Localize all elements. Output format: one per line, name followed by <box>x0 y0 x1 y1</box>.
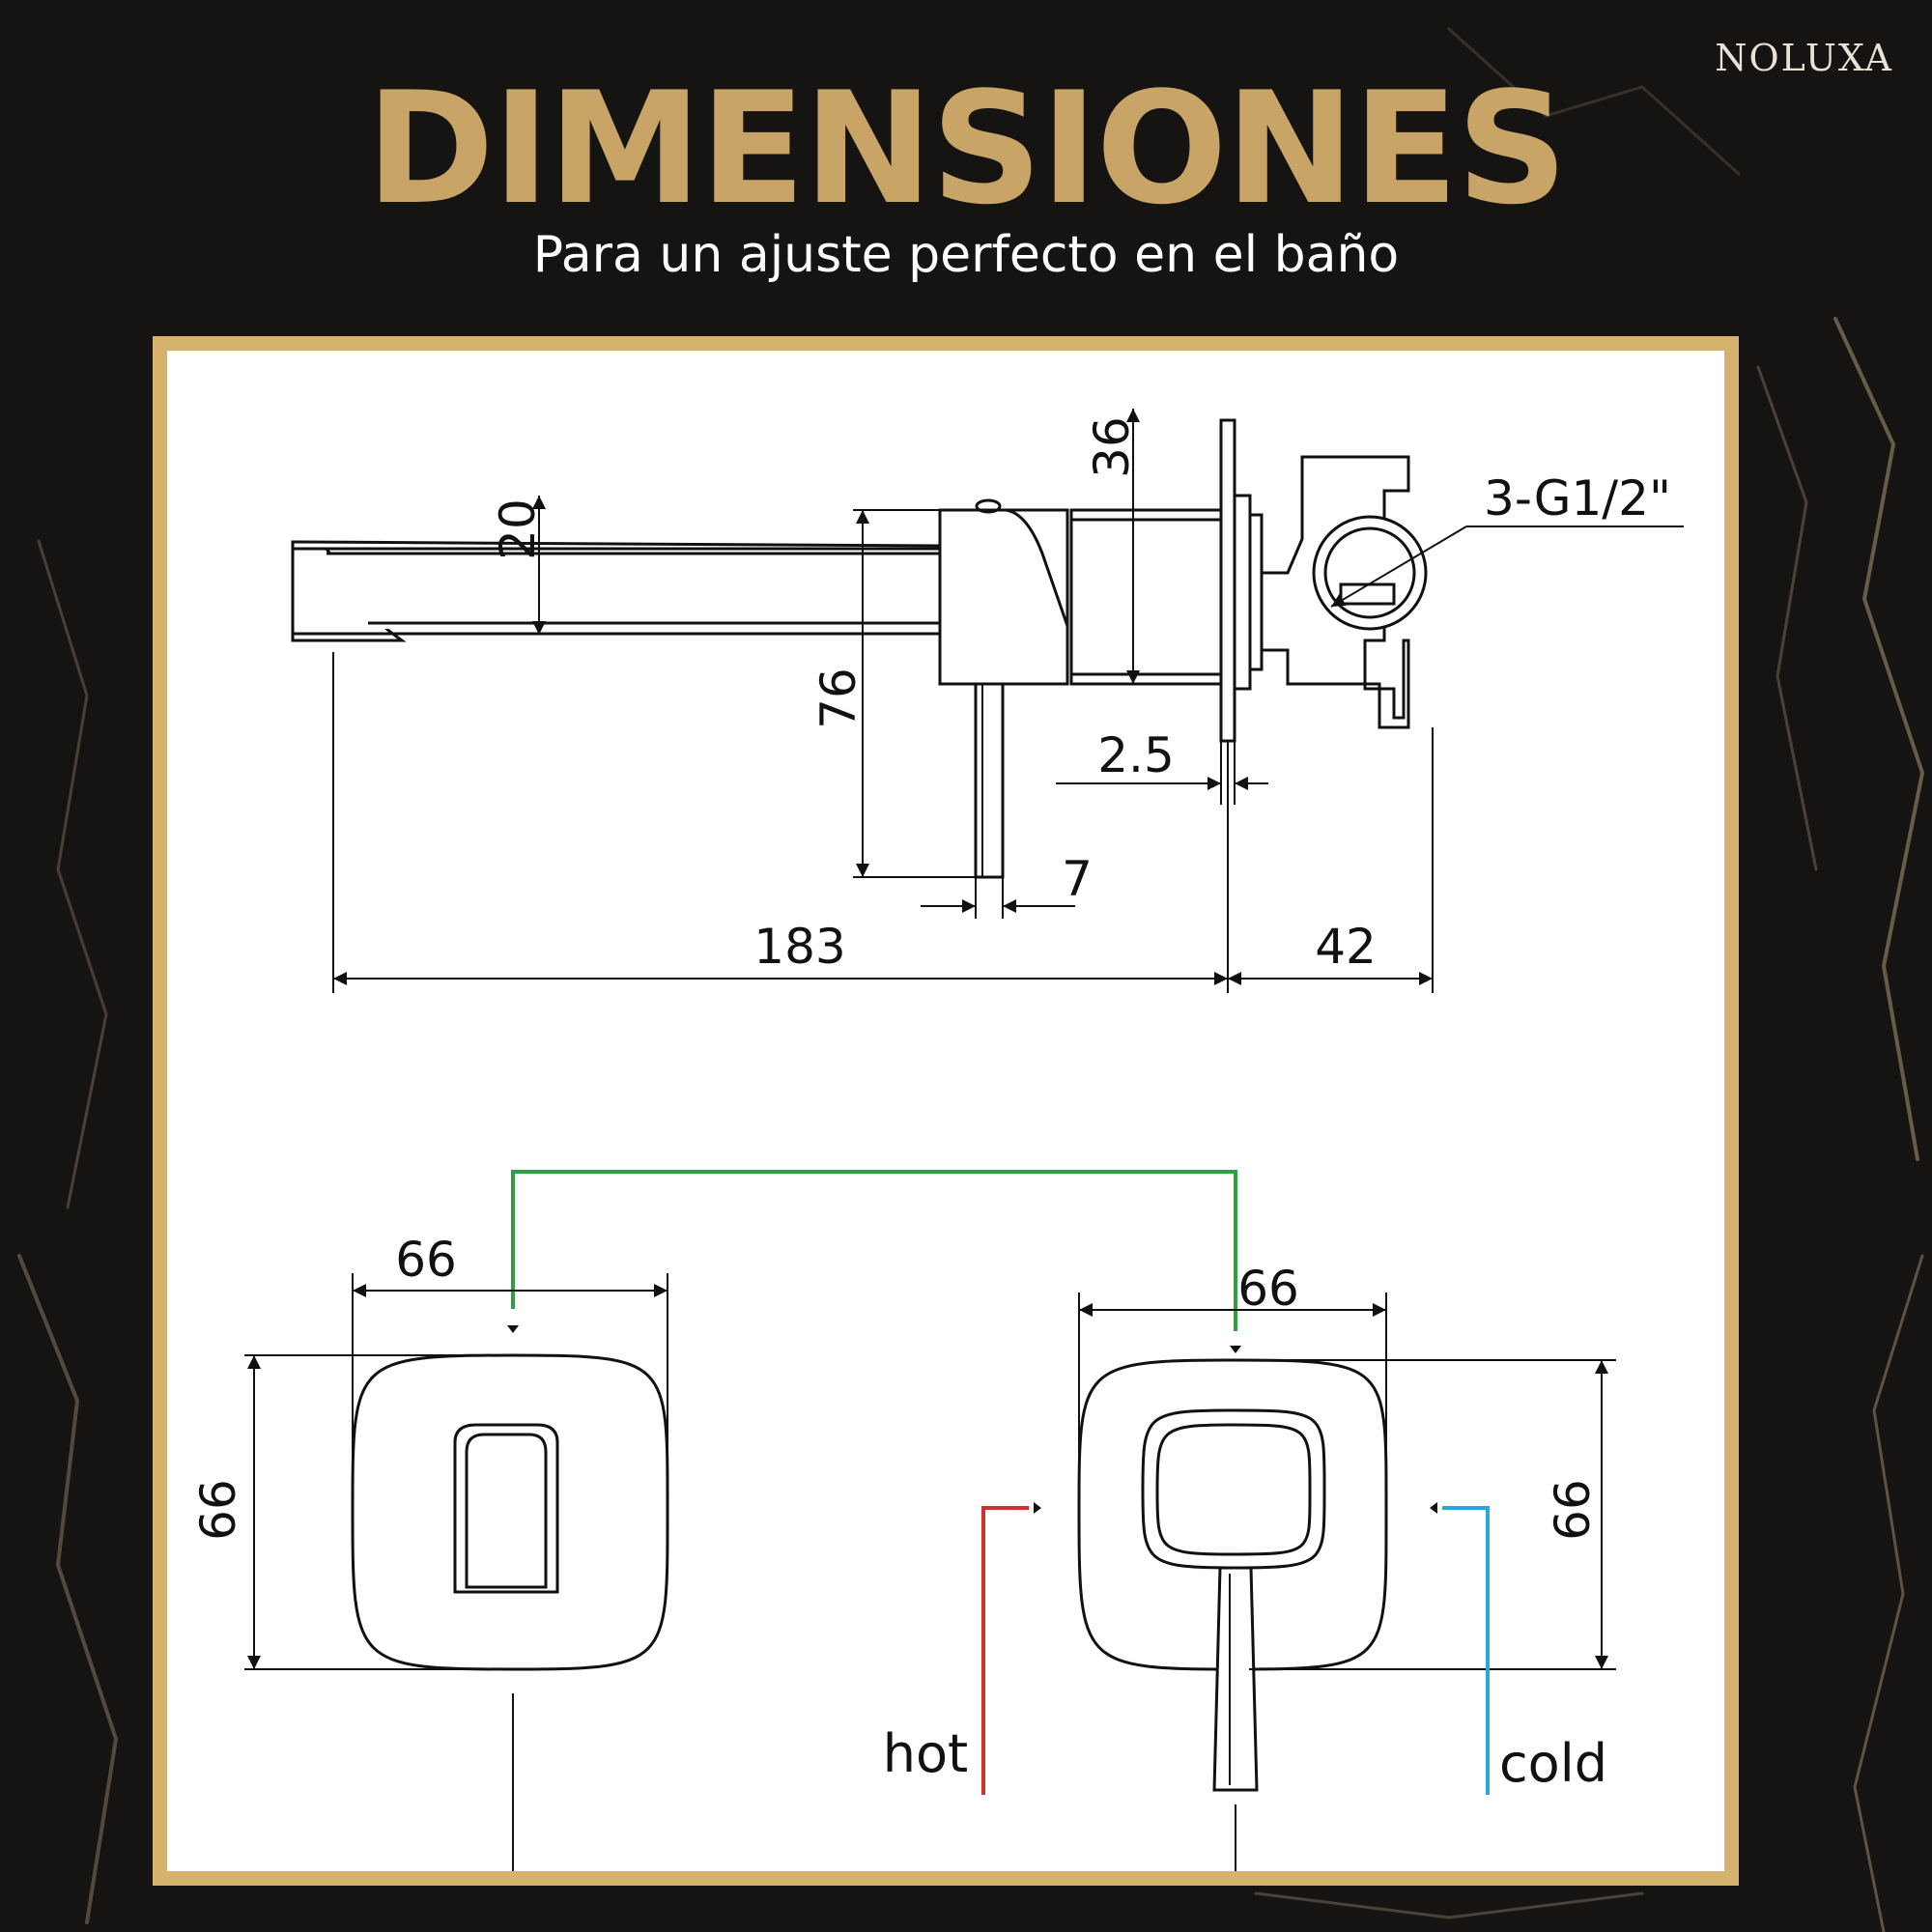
body-block <box>938 508 1069 686</box>
dim-handle-width: 7 <box>1062 851 1093 907</box>
dim-left-height: 66 <box>190 1479 246 1541</box>
rear-body <box>1069 508 1223 686</box>
diagram-panel: 20 36 76 2.5 7 183 42 3-G1/2" <box>167 351 1724 1871</box>
right-plate-dimensions <box>1078 1293 1616 1871</box>
dim-spout-height: 20 <box>490 498 546 560</box>
connection-line <box>511 1170 1237 1331</box>
side-dimension-lines <box>332 409 1684 993</box>
wall-plate <box>1219 418 1236 743</box>
dim-plate-thickness: 2.5 <box>1097 727 1175 783</box>
page-title: DIMENSIONES <box>366 58 1568 239</box>
left-plate <box>351 1353 669 1671</box>
dim-right-width: 66 <box>1237 1261 1299 1317</box>
inlet-port <box>1312 515 1428 631</box>
right-plate <box>1077 1358 1388 1792</box>
dim-spout-length: 183 <box>753 919 845 975</box>
side-view <box>291 418 1428 879</box>
front-handle <box>1212 1566 1259 1792</box>
page-subtitle: Para un ajuste perfecto en el baño <box>532 226 1400 284</box>
diagram-frame: 20 36 76 2.5 7 183 42 3-G1/2" <box>153 336 1739 1886</box>
technical-drawing: 20 36 76 2.5 7 183 42 3-G1/2" <box>190 409 1684 1871</box>
hot-line <box>981 1506 1029 1795</box>
dim-drop: 76 <box>810 668 867 729</box>
dim-body-height: 36 <box>1084 416 1140 478</box>
dim-left-width: 66 <box>395 1232 457 1288</box>
hot-label: hot <box>883 1723 968 1784</box>
spout-bar <box>327 554 940 629</box>
left-plate-dimensions <box>244 1273 668 1871</box>
cold-line <box>1442 1506 1490 1795</box>
dim-right-height: 66 <box>1545 1479 1601 1541</box>
cold-label: cold <box>1499 1733 1607 1794</box>
dim-thread: 3-G1/2" <box>1484 470 1671 526</box>
dim-depth: 42 <box>1315 919 1377 975</box>
brand-logo: NOLUXA <box>1715 37 1893 79</box>
side-handle <box>974 682 1005 879</box>
